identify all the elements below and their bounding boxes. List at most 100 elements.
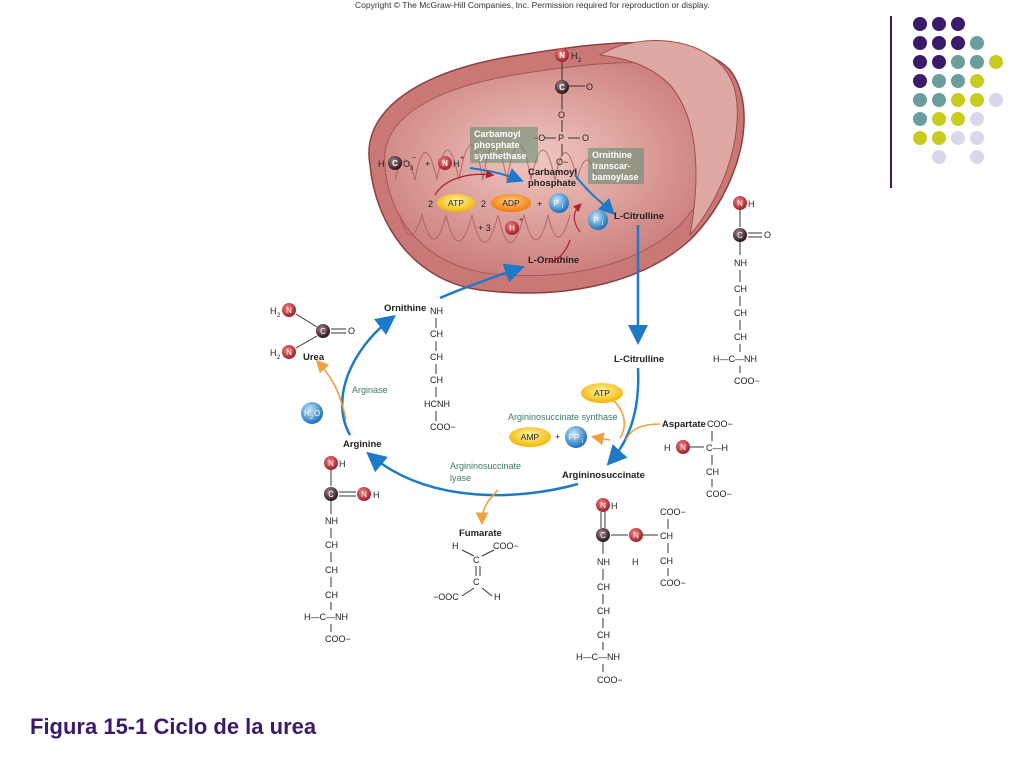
arginine-label: Arginine	[343, 439, 382, 450]
as-h2: H	[611, 501, 618, 511]
decorative-dot	[970, 93, 984, 107]
decorative-dot	[970, 36, 984, 50]
cit-ch2-3: CH	[734, 332, 747, 342]
l-citrulline-mito: L-Citrulline	[614, 211, 664, 222]
h2o-o: O	[314, 409, 320, 418]
as-ch2-a: CH	[597, 582, 610, 592]
arg-n1: N	[328, 459, 334, 468]
asp-h3: H	[664, 443, 671, 453]
asp-coo-top: COO−	[707, 419, 733, 429]
argininosuccinate-label: Argininosuccinate	[562, 470, 645, 481]
decorative-dot	[932, 131, 946, 145]
decorative-dot	[932, 150, 946, 164]
aspartate-molecule: COO− H N C—H CH COO−	[664, 419, 733, 499]
urea-label: Urea	[303, 352, 325, 363]
as-ch: CH	[660, 531, 673, 541]
hco3-sup: −	[412, 155, 416, 162]
figure-caption: Figura 15-1 Ciclo de la urea	[30, 714, 317, 739]
enzyme-cps-3: synthethase	[474, 151, 527, 161]
orn-hcnh3: HCNH	[424, 399, 450, 409]
ppi-sub: i	[582, 439, 583, 445]
fum-c1: C	[473, 555, 480, 565]
nh4-sup: +	[460, 155, 464, 162]
asp-ch2: CH	[706, 467, 719, 477]
cit-coo: COO−	[734, 376, 760, 386]
urea-o: O	[348, 326, 355, 336]
atp-coef: 2	[428, 199, 433, 209]
pi-sub-1: i	[562, 204, 563, 210]
carbamoyl-phosphate-label-1: Carbamoyl	[528, 167, 577, 178]
atom-c: C	[559, 83, 565, 92]
phosphorus-label: P	[558, 133, 564, 143]
decorative-dot	[951, 55, 965, 69]
enzyme-cps-2: phosphate	[474, 140, 520, 150]
o-left-label: −O	[533, 133, 545, 143]
adp-pill: ADP	[502, 198, 520, 208]
cit-ch2-1: CH	[734, 284, 747, 294]
decorative-dot	[951, 131, 965, 145]
decorative-dot	[951, 36, 965, 50]
arg-ch2-2: CH	[325, 565, 338, 575]
lyase-label-2: lyase	[450, 473, 471, 483]
divider-line	[890, 16, 892, 188]
asp-n: N	[680, 443, 686, 452]
arg-ch2-1: CH	[325, 540, 338, 550]
hco3-o: O	[403, 159, 410, 169]
fum-h2: H	[494, 592, 501, 602]
decorative-dot	[932, 93, 946, 107]
nh4-nitrogen: N	[442, 159, 448, 168]
adp-coef: 2	[481, 199, 486, 209]
h2-label: H	[571, 51, 578, 61]
orn-ch2-2: CH	[430, 352, 443, 362]
as-n2: N	[633, 531, 639, 540]
decorative-dot	[913, 36, 927, 50]
arg-h2-1: H	[339, 459, 346, 469]
carbamoyl-phosphate-label-2: phosphate	[528, 178, 576, 189]
aspartate-label: Aspartate	[662, 419, 706, 430]
orn-coo: COO−	[430, 422, 456, 432]
cit-ch2-2: CH	[734, 308, 747, 318]
hco3-h: H	[378, 159, 385, 169]
decorative-dot	[951, 93, 965, 107]
as-nh: NH	[597, 557, 610, 567]
fumarate-molecule: H COO− C C −OOC H	[433, 541, 519, 602]
as-c: C	[600, 531, 606, 540]
decorative-dot	[932, 17, 946, 31]
decorative-dot	[951, 112, 965, 126]
decorative-dot	[932, 55, 946, 69]
h2o-h: H	[304, 409, 310, 418]
hco3-carbon: C	[392, 159, 398, 168]
enzyme-otc-2: transcar-	[592, 161, 631, 171]
argininosuccinate-molecule: N H C N H COO− CH CH COO− NH CH CH CH	[576, 498, 686, 685]
l-citrulline-cytosol: L-Citrulline	[614, 354, 664, 365]
fum-c2: C	[473, 577, 480, 587]
arg-nh: NH	[325, 516, 338, 526]
h2o-sub: 2	[310, 415, 314, 421]
fum-ooc: −OOC	[433, 592, 459, 602]
arg-c: C	[328, 490, 334, 499]
asp-c-h: C—H	[706, 443, 728, 453]
decorative-dot	[913, 55, 927, 69]
nh4-h: H	[453, 159, 460, 169]
cit-hcnh3: H—C—NH	[713, 354, 757, 364]
decorative-dot	[970, 150, 984, 164]
decorative-dot	[913, 17, 927, 31]
urea-h2-bottom-sub: 2	[277, 355, 281, 361]
hco3-sub: 3	[410, 166, 414, 172]
decorative-dot	[913, 131, 927, 145]
urea-h2-top-sub: 2	[277, 313, 281, 319]
ornithine-label: Ornithine	[384, 303, 426, 314]
h-coef: + 3	[478, 223, 491, 233]
orn-ch2-3: CH	[430, 375, 443, 385]
decorative-dot	[913, 93, 927, 107]
as-coo-2: COO−	[660, 578, 686, 588]
amp-pill: AMP	[521, 432, 540, 442]
cit-c: C	[737, 231, 743, 240]
plus-1: +	[425, 159, 430, 169]
urea-n2: N	[286, 348, 292, 357]
decorative-dot	[989, 55, 1003, 69]
cit-o: O	[764, 230, 771, 240]
orn-ch2-1: CH	[430, 329, 443, 339]
as-ch2: CH	[660, 556, 673, 566]
